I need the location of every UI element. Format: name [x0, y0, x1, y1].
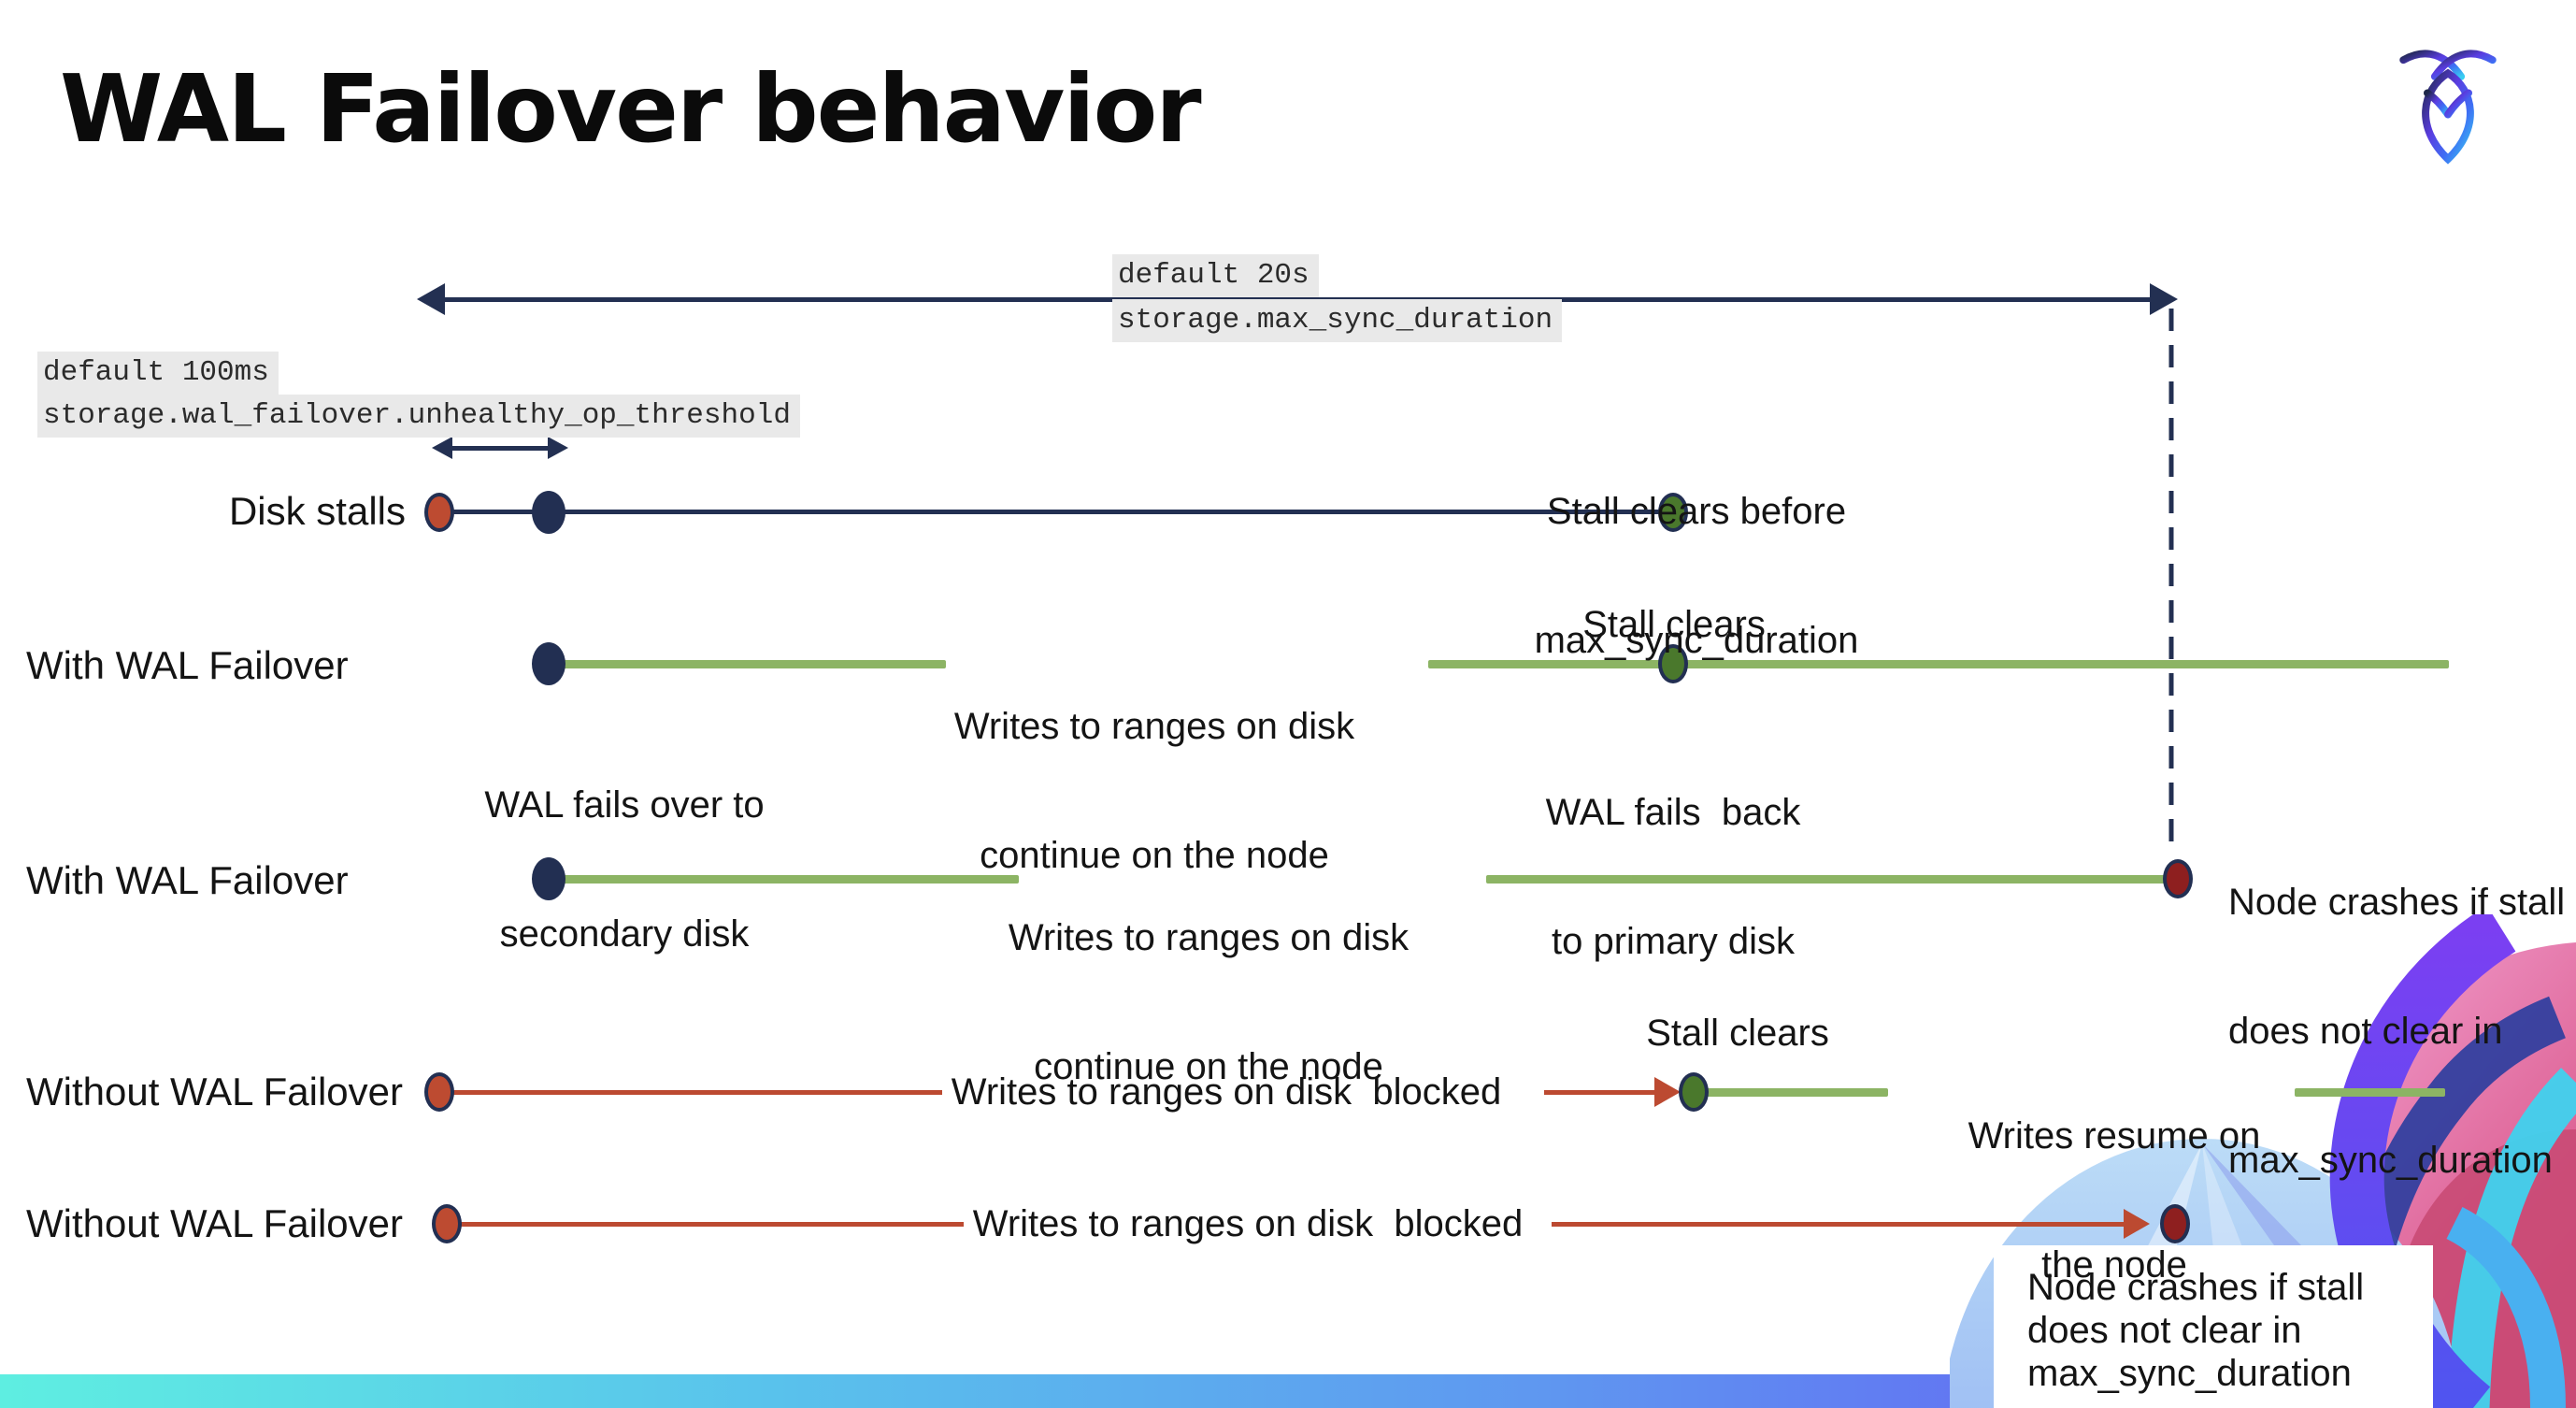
arrowhead-left-icon	[417, 283, 445, 315]
writes-continue-line-2	[1428, 660, 2449, 668]
stall-clear-dot-3	[1679, 1072, 1709, 1112]
arrowhead-right-icon	[2150, 283, 2178, 315]
small-arrowhead-right-icon	[548, 437, 568, 459]
label-storage-max-sync-duration: storage.max_sync_duration	[1112, 299, 1563, 342]
row-label-without-wal-failover-2: Without WAL Failover	[26, 1201, 403, 1245]
row-label-disk-stalls: Disk stalls	[228, 489, 406, 533]
label-unhealthy-op-threshold: storage.wal_failover.unhealthy_op_thresh…	[37, 395, 800, 438]
red-arrowhead-icon-2	[2124, 1209, 2150, 1239]
writes-blocked-line-3	[456, 1222, 964, 1227]
stall-start-dot-3	[432, 1204, 462, 1243]
max-sync-deadline-dashed-line	[2168, 309, 2174, 855]
row-label-with-wal-failover-1: With WAL Failover	[26, 643, 349, 687]
red-arrowhead-icon	[1654, 1077, 1681, 1107]
note-writes-continue-2: Writes to ranges on disk continue on the…	[1008, 917, 1410, 1087]
note-wal-fails-over: WAL fails over to secondary disk	[484, 784, 765, 955]
stall-start-dot	[424, 493, 454, 532]
writes-blocked-line-4	[1552, 1222, 2124, 1227]
writes-resume-line-2	[2295, 1088, 2445, 1097]
note-writes-blocked: Writes to ranges on disk blocked	[951, 1071, 1502, 1113]
writes-continue-line-3	[553, 875, 1019, 884]
note-stall-clears-before: Stall clears before max_sync_duration	[1534, 491, 1859, 661]
writes-continue-line	[553, 660, 946, 668]
disk-stall-timeline	[439, 510, 1673, 514]
stall-clear-dot-2	[1658, 644, 1688, 683]
note-writes-continue: Writes to ranges on disk continue on the…	[953, 706, 1355, 876]
threshold-span-line	[451, 446, 550, 451]
page-title: WAL Failover behavior	[60, 54, 1202, 164]
failover-dot-2	[532, 857, 565, 900]
note-writes-blocked-2: Writes to ranges on disk blocked	[972, 1203, 1524, 1244]
row-label-without-wal-failover-1: Without WAL Failover	[26, 1070, 403, 1113]
note-wal-fails-back: WAL fails back to primary disk	[1545, 792, 1801, 962]
row-label-with-wal-failover-2: With WAL Failover	[26, 858, 349, 902]
note-stall-clears: Stall clears	[1582, 604, 1766, 645]
failover-dot	[532, 642, 565, 685]
stall-clear-dot	[1658, 493, 1688, 532]
note-stall-clears-2: Stall clears	[1646, 1013, 1829, 1054]
node-crash-dot	[2163, 859, 2193, 898]
note-node-crashes-box: Node crashes if stall does not clear in …	[1994, 1245, 2433, 1408]
node-crash-dot-2	[2160, 1204, 2190, 1243]
stall-start-dot-2	[424, 1072, 454, 1112]
label-default-20s: default 20s	[1112, 254, 1319, 297]
writes-blocked-line	[449, 1090, 942, 1095]
label-default-100ms: default 100ms	[37, 352, 279, 395]
writes-continue-line-4	[1486, 875, 2165, 884]
cockroachdb-logo-icon	[2399, 50, 2497, 165]
writes-blocked-line-2	[1544, 1090, 1654, 1095]
note-node-crashes: Node crashes if stall does not clear in …	[2228, 882, 2566, 1181]
writes-resume-line	[1705, 1088, 1888, 1097]
threshold-dot	[532, 491, 565, 534]
small-arrowhead-left-icon	[432, 437, 452, 459]
note-writes-resume: Writes resume on the node	[1968, 1115, 2261, 1286]
